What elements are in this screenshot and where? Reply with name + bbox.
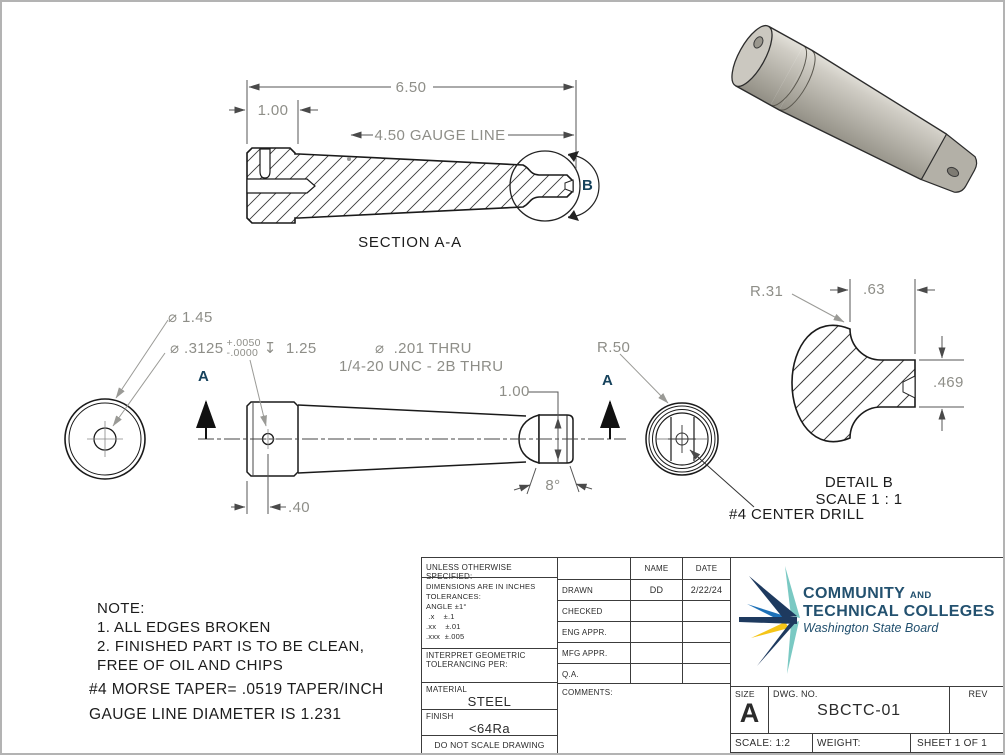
tb-row-checked: CHECKED [557, 600, 631, 622]
cross-hole-section [259, 148, 271, 179]
dim-length: 6.50 [395, 79, 427, 96]
center-drill-detail [902, 375, 916, 399]
dim-radius-detail: R.31 [750, 283, 784, 300]
center-drill-leader [689, 449, 755, 508]
section-view [229, 80, 600, 224]
tb-col-name: NAME [630, 557, 683, 580]
dim-radius-tang: R.50 [597, 339, 631, 356]
logo-line3: Washington State Board [803, 621, 939, 635]
dim-detail-height: .469 [933, 374, 964, 391]
tb-interpret: INTERPRET GEOMETRIC TOLERANCING PER: [421, 648, 558, 683]
detail-caption-2: SCALE 1 : 1 [815, 491, 903, 508]
tb-logo-cell: COMMUNITY AND TECHNICAL COLLEGES Washing… [730, 557, 1003, 687]
tb-material: MATERIAL STEEL [421, 682, 558, 710]
depth-callout: ↧ 1.25 [263, 340, 317, 357]
tb-sheet: SHEET 1 OF 1 [910, 733, 1003, 753]
thru-note-1: ⌀ .201 THRU [375, 340, 472, 357]
dim-dia-outer: ⌀ 1.45 [168, 309, 213, 326]
tb-row-mfg: MFG APPR. [557, 642, 631, 664]
tb-rev: REV [949, 686, 1003, 734]
tolerance-stack: +.0050 -.0000 [226, 337, 261, 359]
tb-comments: COMMENTS: [557, 683, 731, 753]
iso-tang [920, 133, 978, 193]
dim-angle: 8° [545, 477, 561, 494]
dim-gauge-line: 4.50 GAUGE LINE [374, 127, 506, 144]
tb-scale: SCALE: 1:2 [730, 733, 813, 753]
tapped-hole-section [246, 178, 316, 194]
iso-face-hole [753, 36, 764, 49]
thru-note-2: 1/4-20 UNC - 2B THRU [339, 358, 504, 375]
notes-block: NOTE: 1. ALL EDGES BROKEN 2. FINISHED PA… [97, 599, 364, 675]
sbctc-logo-star [739, 566, 800, 674]
morse-notes: #4 MORSE TAPER= .0519 TAPER/INCH GAUGE L… [89, 677, 384, 727]
detail-letter-b: B [582, 177, 594, 194]
note-line: FREE OF OIL AND CHIPS [97, 657, 284, 674]
note-line: #4 MORSE TAPER= .0519 TAPER/INCH [89, 681, 384, 698]
section-letter-left: A [198, 368, 210, 385]
center-drill-section [564, 179, 574, 193]
tb-row-drawn: DRAWN [557, 579, 631, 601]
dim-pilot: 1.00 [257, 102, 289, 119]
dia-hole-value: ⌀ .3125 [170, 340, 224, 357]
note-line: NOTE: [97, 600, 145, 617]
tb-dwg-no: DWG. NO. SBCTC-01 [768, 686, 950, 734]
tb-col-date: DATE [682, 557, 731, 580]
dim-detail-width: .63 [862, 281, 886, 298]
note-line: 2. FINISHED PART IS TO BE CLEAN, [97, 638, 365, 655]
tb-no-scale: DO NOT SCALE DRAWING [421, 735, 558, 753]
note-line: GAUGE LINE DIAMETER IS 1.231 [89, 706, 342, 723]
dim-dia-hole-callout: ⌀ .3125 +.0050 -.0000 ↧ 1.25 [170, 337, 317, 359]
tb-weight: WEIGHT: [812, 733, 911, 753]
iso-view [731, 24, 978, 193]
detail-b-arc [567, 154, 600, 218]
dim-hole-pos: .40 [288, 499, 311, 516]
sbctc-logo-text: COMMUNITY AND TECHNICAL COLLEGES Washing… [803, 585, 995, 636]
section-caption: SECTION A-A [358, 234, 462, 251]
center-drill-note: #4 CENTER DRILL [729, 506, 865, 523]
detail-b-circle [509, 150, 581, 222]
logo-line1: COMMUNITY [803, 585, 905, 602]
dwg-value: SBCTC-01 [817, 702, 901, 719]
note-line: 1. ALL EDGES BROKEN [97, 619, 271, 636]
section-letter-right: A [602, 372, 614, 389]
tb-unless: UNLESS OTHERWISE SPECIFIED: [421, 557, 558, 581]
gauge-point [347, 157, 351, 161]
dim-tang-dia: 1.00 [499, 383, 530, 400]
tb-tolerances: DIMENSIONS ARE IN INCHES TOLERANCES: ANG… [421, 577, 558, 649]
front-view [64, 319, 755, 514]
detail-caption-1: DETAIL B [824, 474, 894, 491]
logo-line2: TECHNICAL COLLEGES [803, 603, 995, 620]
size-value: A [739, 698, 760, 728]
tb-row-qa: Q.A. [557, 663, 631, 684]
detail-b-view [791, 279, 964, 443]
tb-row-eng: ENG APPR. [557, 621, 631, 643]
tb-finish: FINISH <64Ra [421, 709, 558, 736]
tb-size: SIZE A [730, 686, 769, 734]
